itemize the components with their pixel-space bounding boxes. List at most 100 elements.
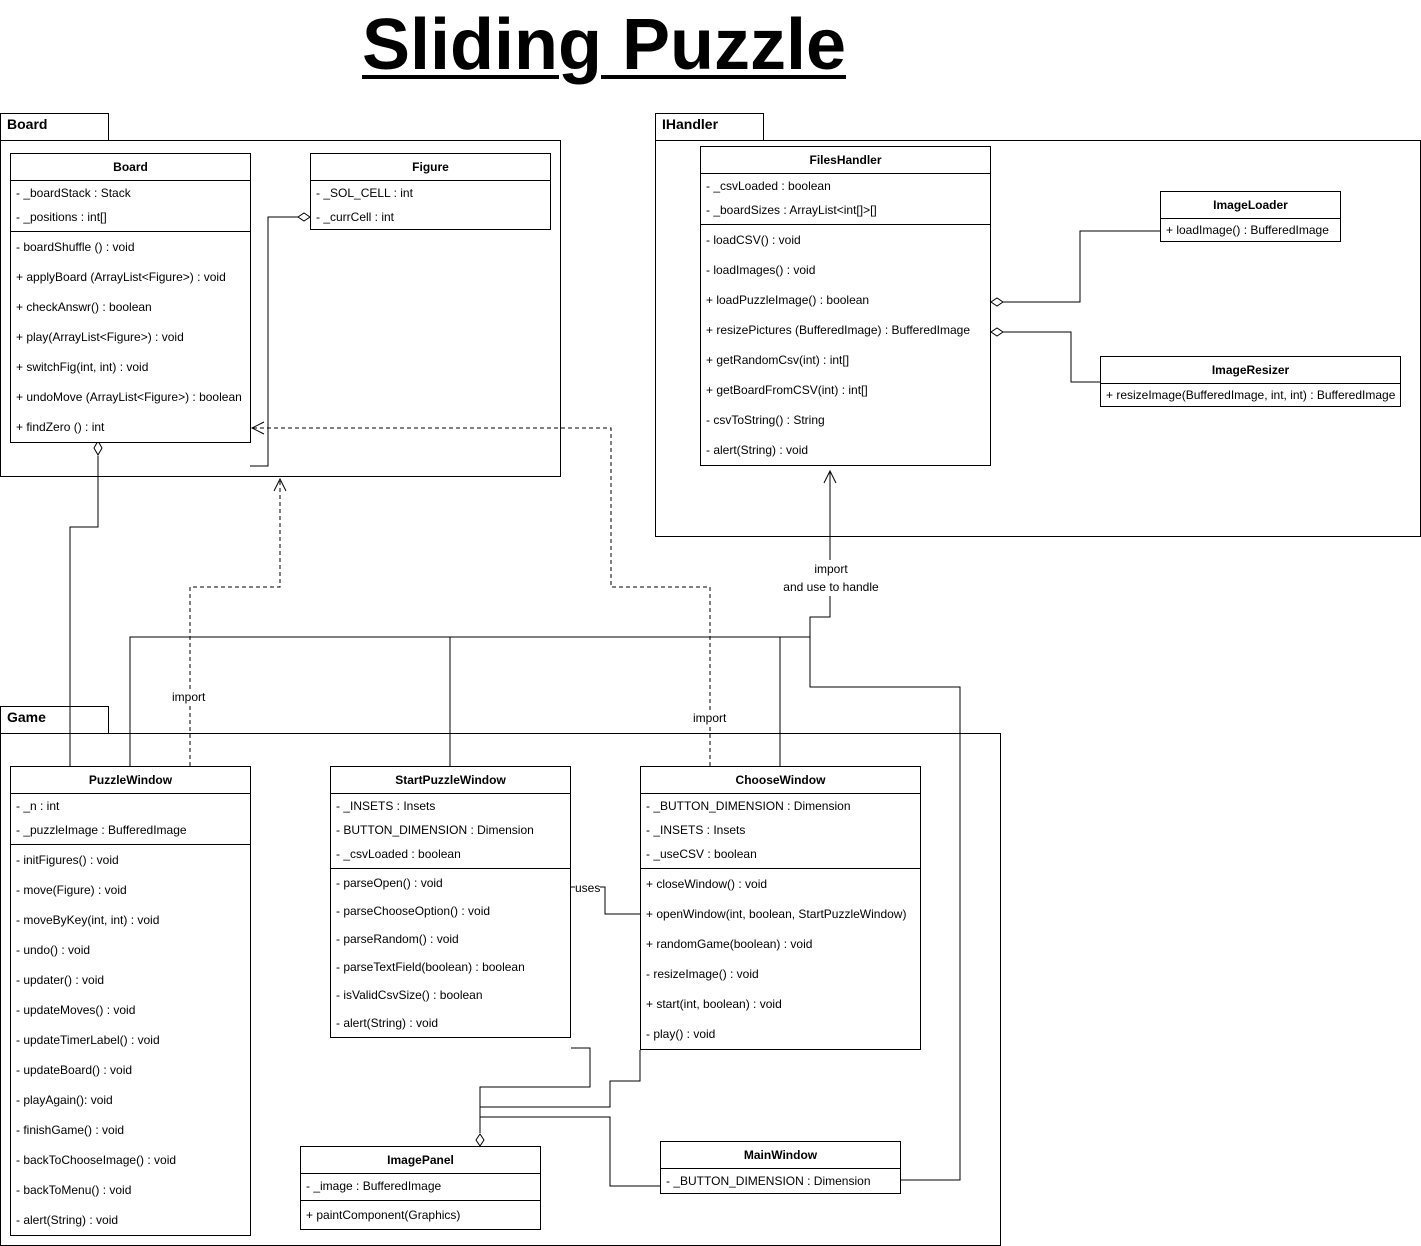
method: - playAgain(): void	[16, 1093, 113, 1107]
attr: - _INSETS : Insets	[646, 823, 746, 837]
method: - backToChooseImage() : void	[16, 1153, 177, 1167]
class-imageloader: ImageLoader + loadImage() : BufferedImag…	[1160, 191, 1341, 242]
method: + findZero () : int	[16, 420, 105, 434]
edge-imagepanel-links	[479, 1047, 591, 1133]
class-imageresizer: ImageResizer + resizeImage(BufferedImage…	[1100, 356, 1401, 407]
edge-imageresizer-fileshandler	[1003, 331, 1100, 383]
class-board-name: Board	[11, 154, 250, 181]
class-fileshandler-attributes: - _csvLoaded : boolean - _boardSizes : A…	[701, 174, 990, 225]
class-imagepanel-name: ImagePanel	[301, 1147, 540, 1174]
class-board-attributes: - _boardStack : Stack - _positions : int…	[11, 181, 250, 232]
method: - initFigures() : void	[16, 853, 119, 867]
import-handle-label: import and use to handle	[778, 560, 884, 596]
class-imageresizer-methods: + resizeImage(BufferedImage, int, int) :…	[1101, 384, 1400, 406]
class-choosewindow-name: ChooseWindow	[641, 767, 920, 794]
method: - boardShuffle () : void	[16, 240, 135, 254]
import-left-label: import	[172, 690, 206, 704]
class-mainwindow-name: MainWindow	[661, 1142, 900, 1169]
attr: - BUTTON_DIMENSION : Dimension	[336, 823, 534, 837]
method: + resizePictures (BufferedImage) : Buffe…	[706, 323, 971, 337]
attr: - _puzzleImage : BufferedImage	[16, 823, 187, 837]
class-figure-name: Figure	[311, 154, 550, 181]
class-imageresizer-name: ImageResizer	[1101, 357, 1400, 384]
class-mainwindow: MainWindow - _BUTTON_DIMENSION : Dimensi…	[660, 1141, 901, 1194]
attr: - _positions : int[]	[16, 210, 107, 224]
package-tab-game: Game	[0, 706, 109, 734]
class-choosewindow: ChooseWindow - _BUTTON_DIMENSION : Dimen…	[640, 766, 921, 1050]
class-imagepanel: ImagePanel - _image : BufferedImage + pa…	[300, 1146, 541, 1230]
package-tab-board: Board	[0, 113, 109, 141]
edge-imageloader-fileshandler	[1003, 230, 1160, 303]
edge-board-puzzlewindow	[69, 456, 99, 766]
attr: - _INSETS : Insets	[336, 799, 436, 813]
class-choosewindow-methods: + closeWindow() : void + openWindow(int,…	[641, 869, 920, 1049]
attr: - _csvLoaded : boolean	[706, 179, 831, 193]
class-imagepanel-attributes: - _image : BufferedImage	[301, 1174, 540, 1201]
method: - csvToString() : String	[706, 413, 825, 427]
attr: - _BUTTON_DIMENSION : Dimension	[666, 1174, 871, 1188]
method: + openWindow(int, boolean, StartPuzzleWi…	[646, 907, 907, 921]
class-startpuzzlewindow: StartPuzzleWindow - _INSETS : Insets - B…	[330, 766, 571, 1038]
method: - backToMenu() : void	[16, 1183, 132, 1197]
class-fileshandler: FilesHandler - _csvLoaded : boolean - _b…	[700, 146, 991, 466]
edge-import-board	[189, 479, 281, 766]
import-handle-label-line1: import	[814, 562, 848, 576]
method: - parseOpen() : void	[336, 876, 443, 890]
method: - alert(String) : void	[336, 1016, 439, 1030]
class-puzzlewindow: PuzzleWindow - _n : int - _puzzleImage :…	[10, 766, 251, 1236]
diagram-title: Sliding Puzzle	[362, 5, 847, 85]
method: - updater() : void	[16, 973, 105, 987]
method: - parseTextField(boolean) : boolean	[336, 960, 525, 974]
method: + closeWindow() : void	[646, 877, 768, 891]
class-puzzlewindow-attributes: - _n : int - _puzzleImage : BufferedImag…	[11, 794, 250, 845]
uses-label: uses	[575, 881, 601, 895]
method: + loadImage() : BufferedImage	[1166, 223, 1329, 237]
class-puzzlewindow-methods: - initFigures() : void - move(Figure) : …	[11, 845, 250, 1235]
class-imagepanel-methods: + paintComponent(Graphics)	[301, 1201, 540, 1229]
import-handle-label-line2: and use to handle	[783, 580, 879, 594]
method: - resizeImage() : void	[646, 967, 759, 981]
class-startpuzzlewindow-methods: - parseOpen() : void - parseChooseOption…	[331, 869, 570, 1037]
method: + applyBoard (ArrayList<Figure>) : void	[16, 270, 226, 284]
class-startpuzzlewindow-attributes: - _INSETS : Insets - BUTTON_DIMENSION : …	[331, 794, 570, 869]
method: + start(int, boolean) : void	[646, 997, 782, 1011]
method: - moveByKey(int, int) : void	[16, 913, 160, 927]
method: - play() : void	[646, 1027, 716, 1041]
attr: - _boardStack : Stack	[16, 186, 131, 200]
method: - updateBoard() : void	[16, 1063, 133, 1077]
method: - parseChooseOption() : void	[336, 904, 491, 918]
class-imageloader-methods: + loadImage() : BufferedImage	[1161, 219, 1340, 241]
method: + switchFig(int, int) : void	[16, 360, 149, 374]
method: + loadPuzzleImage() : boolean	[706, 293, 870, 307]
method: + randomGame(boolean) : void	[646, 937, 813, 951]
class-fileshandler-name: FilesHandler	[701, 147, 990, 174]
method: - alert(String) : void	[706, 443, 809, 457]
method: - updateMoves() : void	[16, 1003, 136, 1017]
attr: - _useCSV : boolean	[646, 847, 757, 861]
method: - loadCSV() : void	[706, 233, 801, 247]
class-puzzlewindow-name: PuzzleWindow	[11, 767, 250, 794]
class-fileshandler-methods: - loadCSV() : void - loadImages() : void…	[701, 225, 990, 465]
class-startpuzzlewindow-name: StartPuzzleWindow	[331, 767, 570, 794]
method: + undoMove (ArrayList<Figure>) : boolean	[16, 390, 242, 404]
attr: - _image : BufferedImage	[306, 1179, 442, 1193]
method: - parseRandom() : void	[336, 932, 459, 946]
attr: - _boardSizes : ArrayList<int[]>[]	[706, 203, 877, 217]
class-figure: Figure - _SOL_CELL : int - _currCell : i…	[310, 153, 551, 230]
package-tab-ihandler: IHandler	[655, 113, 764, 141]
attr: - _SOL_CELL : int	[316, 186, 413, 200]
class-mainwindow-attributes: - _BUTTON_DIMENSION : Dimension	[661, 1169, 900, 1193]
class-choosewindow-attributes: - _BUTTON_DIMENSION : Dimension - _INSET…	[641, 794, 920, 869]
method: - loadImages() : void	[706, 263, 816, 277]
edge-import-board-class	[252, 427, 711, 766]
import-right-label: import	[693, 711, 727, 725]
class-board: Board - _boardStack : Stack - _positions…	[10, 153, 251, 443]
method: + checkAnswr() : boolean	[16, 300, 152, 314]
method: - undo() : void	[16, 943, 91, 957]
class-figure-attributes: - _SOL_CELL : int - _currCell : int	[311, 181, 550, 229]
attr: - _csvLoaded : boolean	[336, 847, 461, 861]
method: - updateTimerLabel() : void	[16, 1033, 160, 1047]
method: - alert(String) : void	[16, 1213, 119, 1227]
edge-figure-board	[250, 216, 310, 467]
method: - move(Figure) : void	[16, 883, 127, 897]
